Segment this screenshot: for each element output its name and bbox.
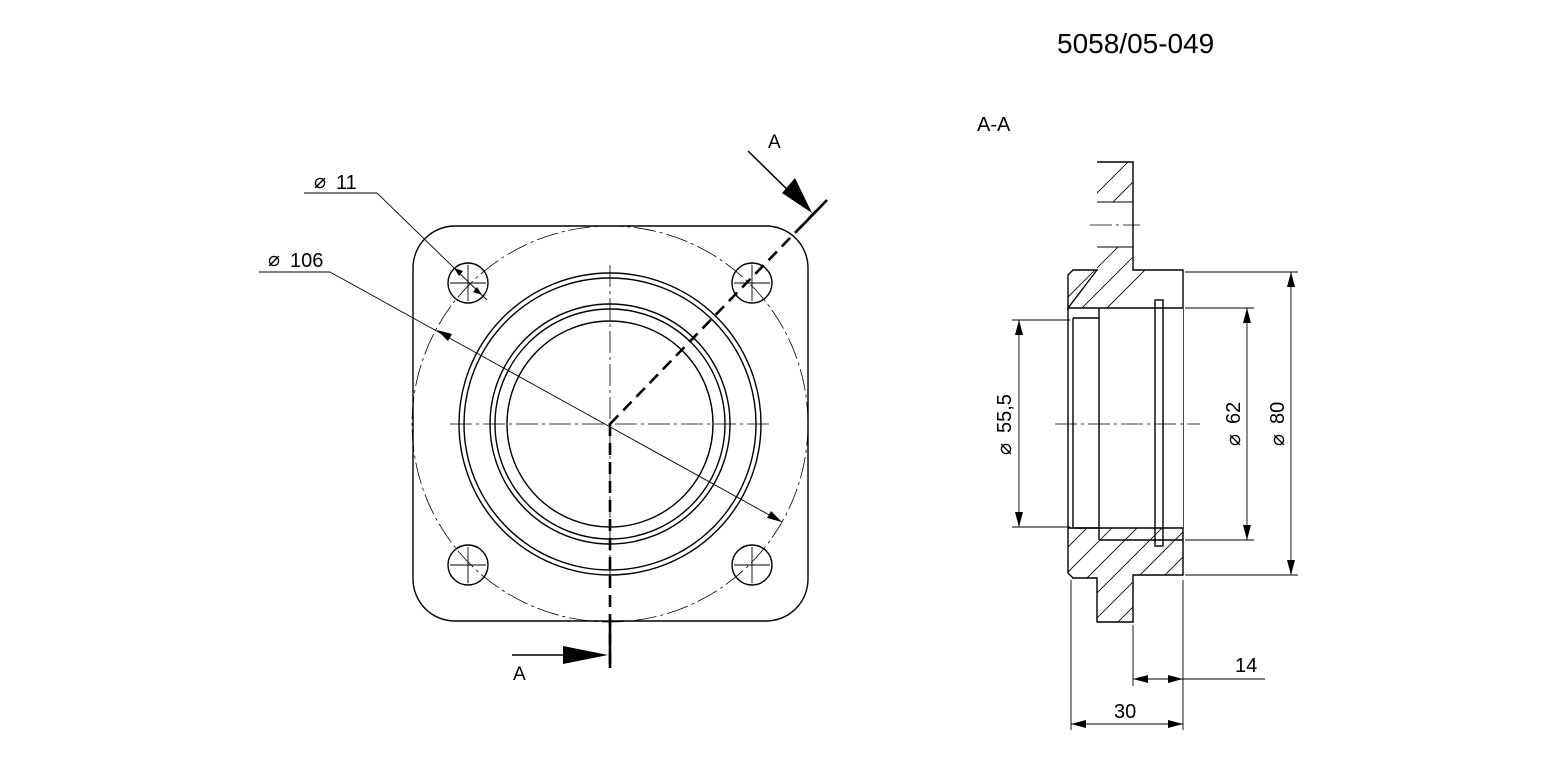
front-view: A A ⌀ 11 ⌀ 106: [259, 132, 828, 685]
bolt-circle-dimension: [259, 271, 783, 523]
section-arrow-bottom: [512, 646, 608, 664]
section-label-top: A: [768, 132, 781, 153]
diameter-symbol: ⌀: [268, 249, 280, 271]
section-outline: [1067, 161, 1184, 623]
section-view: [1055, 161, 1200, 623]
diameter-symbol: ⌀: [314, 171, 326, 193]
section-cut-line: [608, 199, 828, 668]
section-label-bottom: A: [513, 664, 526, 685]
bolt-hole-bottom-left: [447, 544, 489, 586]
section-title: A-A: [977, 114, 1011, 136]
overall-length-label: 30: [1114, 701, 1136, 723]
diameter-symbol: ⌀: [994, 443, 1016, 455]
outer-diameter-label: 80: [1267, 402, 1289, 424]
groove-diameter-label: 62: [1223, 402, 1245, 424]
section-dimensions: [1012, 271, 1298, 730]
hole-diameter-label: 11: [336, 172, 357, 194]
bolt-hole-top-right: [731, 262, 773, 304]
bolt-hole-bottom-right: [731, 544, 773, 586]
bore-diameter-label: 55,5: [994, 394, 1016, 433]
diameter-symbol: ⌀: [1267, 434, 1289, 446]
flange-offset-label: 14: [1235, 655, 1257, 677]
bolt-circle-label: 106: [290, 250, 323, 272]
bolt-hole-top-left: [447, 262, 489, 304]
drawing-number: 5058/05-049: [1057, 28, 1214, 59]
section-arrow-top: [747, 150, 812, 213]
diameter-symbol: ⌀: [1223, 434, 1245, 446]
hole-diameter-dimension: [304, 192, 488, 301]
